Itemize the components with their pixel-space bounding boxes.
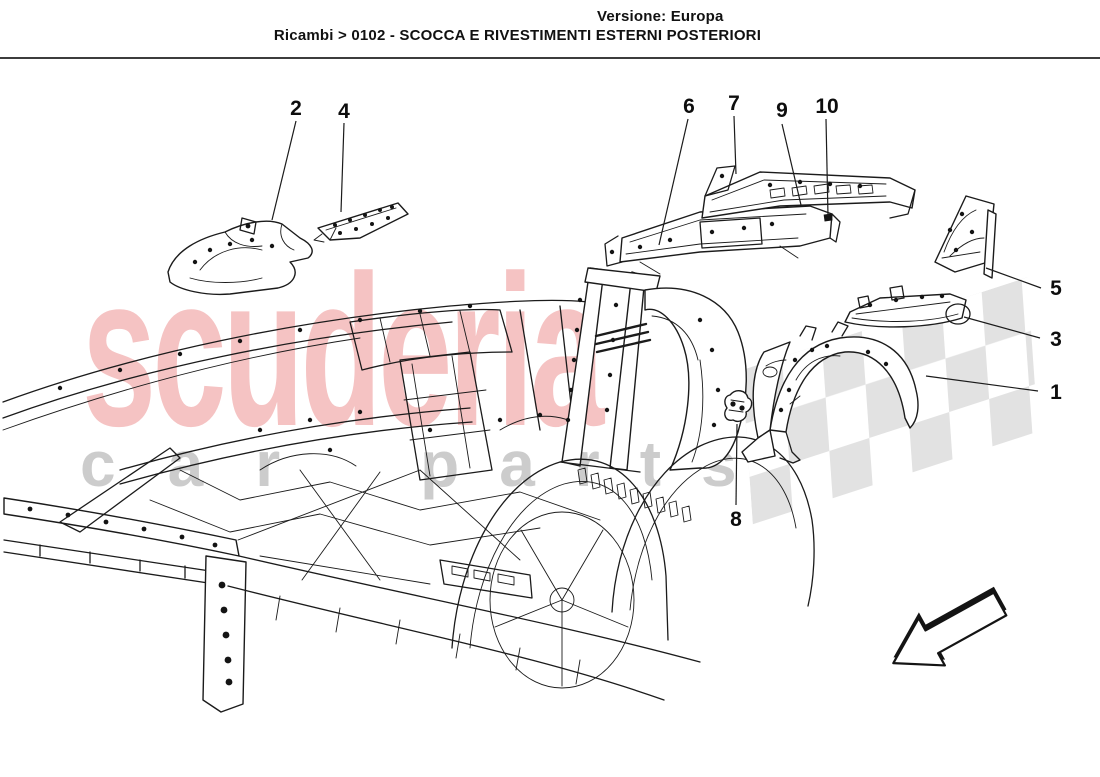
callout-7: 7	[728, 92, 740, 115]
callout-2: 2	[290, 97, 302, 120]
callout-1: 1	[1050, 381, 1062, 404]
part-illustration-1	[741, 321, 919, 464]
callout-8: 8	[730, 508, 742, 531]
part-illustration-8	[724, 390, 753, 422]
direction-arrow-icon	[892, 586, 1008, 667]
part-illustration-3	[844, 285, 971, 328]
version-label: Versione: Europa	[597, 8, 724, 25]
callout-10: 10	[815, 95, 838, 118]
callout-4: 4	[338, 100, 350, 123]
header-divider	[0, 57, 1100, 59]
callout-6: 6	[683, 95, 695, 118]
part-illustration-7-9-10	[701, 165, 916, 222]
sill-slots	[577, 467, 692, 523]
bolt-dots	[27, 297, 721, 686]
checkered-flag-watermark	[742, 277, 1039, 525]
body-shell-illustration	[2, 267, 815, 713]
callout-3: 3	[1050, 328, 1062, 351]
part-illustration-2	[167, 217, 313, 296]
part-illustration-5	[934, 195, 997, 279]
callout-5: 5	[1050, 277, 1062, 300]
breadcrumb: Ricambi > 0102 - SCOCCA E RIVESTIMENTI E…	[273, 27, 762, 44]
callout-9: 9	[776, 99, 788, 122]
leader-lines	[271, 115, 1042, 506]
part-illustration-4	[313, 202, 409, 243]
part-illustration-6	[604, 205, 841, 275]
callout-numbers: 2 4 6 7 9 10 5 3 1 8	[290, 92, 1062, 531]
